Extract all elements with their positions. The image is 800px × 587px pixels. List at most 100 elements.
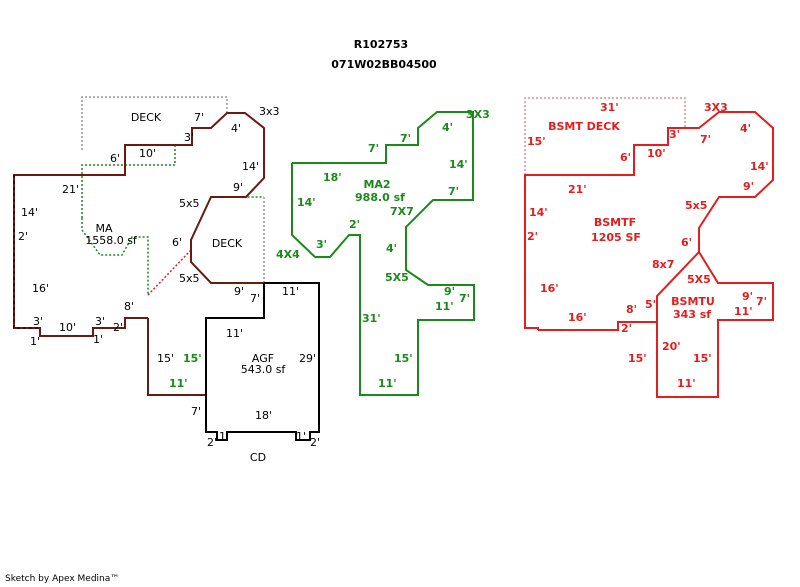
ma-label: MA [95,222,112,235]
bsmt-dim-3: 3' [669,128,680,141]
ma-outline-dashed [13,175,40,329]
ma2-dim-18: 18' [323,171,342,184]
dim-1b: 1' [93,333,103,346]
dim-7c: 7' [191,405,201,418]
bsmt-dim-16a: 16' [540,282,559,295]
ma2-outline [291,111,475,396]
cd-label: CD [250,451,266,464]
dim-16: 16' [32,282,49,295]
ma2-dim-4x4: 4X4 [276,248,300,261]
bsmt-dim-16b: 16' [568,311,587,324]
dim-5x5b: 5x5 [179,272,200,285]
dim-15a: 15' [157,352,174,365]
dim-11b: 11' [226,327,243,340]
ma2-dim-2: 2' [349,218,360,231]
agf-sf: 543.0 sf [241,363,287,376]
ma2-dim-4: 4' [442,121,453,134]
dim-21: 21' [62,183,79,196]
dim-8: 8' [124,300,134,313]
bsmt-dim-20: 20' [662,340,681,353]
ma-sf: 1558.0 sf [85,234,138,247]
bsmt-dim-9: 9' [743,180,754,193]
ma2-dim-7d: 7' [459,292,470,305]
bsmt-dim-15: 15' [527,135,546,148]
bsmt-dim-15b: 15' [628,352,647,365]
dim-2b: 2' [113,321,123,334]
bsmt-dim-14b: 14' [529,206,548,219]
bsmt-dim-3x3: 3X3 [704,101,728,114]
ma2-dim-7x7: 7X7 [390,205,414,218]
ma2-dim-5x5: 5X5 [385,271,409,284]
bsmt-dim-5x5b: 5X5 [687,273,711,286]
bsmt-dim-6: 6' [620,151,631,164]
dim-2c: 2' [207,436,217,449]
ma-inner-dotted [81,218,149,295]
deck-top-outline [81,96,228,150]
dim-14b: 14' [21,206,38,219]
agf-label: AGF [252,352,274,365]
dim-10b: 10' [59,321,76,334]
ma2-dim-14b: 14' [449,158,468,171]
dim-6: 6' [110,152,120,165]
ma2-dim-7c: 7' [448,185,459,198]
bsmt-dim-5: 5' [645,298,656,311]
ma2-label: MA2 [363,178,390,191]
dim-9b: 9' [234,285,244,298]
ma2-dim-15: 15' [394,352,413,365]
dim-18: 18' [255,409,272,422]
dim-3x3: 3x3 [259,105,280,118]
bsmt-dim-5x5a: 5x5 [685,199,707,212]
bsmt-dim-21: 21' [568,183,587,196]
bsmt-deck-label: BSMT DECK [548,120,620,133]
ma2-dim-3: 3' [316,238,327,251]
bsmt-dim-2b: 2' [621,322,632,335]
dim-9: 9' [233,181,243,194]
dim-1d: 1' [296,430,306,443]
ma2-dim-4b: 4' [386,242,397,255]
bsmt-dim-8x7: 8x7 [652,258,674,271]
bsmt-dim-6b: 6' [681,236,692,249]
dim-4: 4' [231,122,241,135]
deck-top-inner [81,145,176,218]
bsmt-dim-11b: 11' [677,377,696,390]
bsmtf-label: BSMTF [594,216,636,229]
footer-credit: Sketch by Apex Medina™ [5,574,120,584]
dim-15b: 15' [183,352,202,365]
bsmt-dim-4: 4' [740,122,751,135]
dim-2d: 2' [310,436,320,449]
ma2-dim-14a: 14' [297,196,316,209]
bsmt-dim-14a: 14' [750,160,769,173]
bsmt-dim-2: 2' [527,230,538,243]
ma2-dim-11a: 11' [435,300,454,313]
dim-2: 2' [18,230,28,243]
bsmtu-label: BSMTU [671,295,715,308]
dim-6b: 6' [172,236,182,249]
bsmt-dim-15c: 15' [693,352,712,365]
bsmtu-sf: 343 sf [673,308,711,321]
parcel-id: R102753 [354,38,408,51]
dim-10: 10' [139,147,156,160]
dim-7: 7' [194,111,204,124]
dim-29: 29' [299,352,316,365]
dim-3b: 3' [33,315,43,328]
ma2-dim-7a: 7' [400,132,411,145]
dim-5x5a: 5x5 [179,197,200,210]
deck-top-label: DECK [131,111,162,124]
ma2-dim-7b: 7' [368,142,379,155]
dim-7b: 7' [250,292,260,305]
bsmt-dim-8: 8' [626,303,637,316]
agf-outline [205,282,320,441]
bsmt-deck-outline [524,97,686,175]
deck-mid-label: DECK [212,237,243,250]
ma2-sf: 988.0 sf [355,191,405,204]
dim-11a: 11' [282,285,299,298]
bsmt-dim-11a: 11' [734,305,753,318]
ma2-dim-31: 31' [362,312,381,325]
bsmt-dim-31: 31' [600,101,619,114]
dim-3c: 3' [95,315,105,328]
bsmt-dim-7b: 7' [756,295,767,308]
dim-1a: 1' [30,335,40,348]
bsmt-dim-9b: 9' [742,290,753,303]
dim-1c: 1' [219,430,229,443]
bsmt-dim-10: 10' [647,147,666,160]
